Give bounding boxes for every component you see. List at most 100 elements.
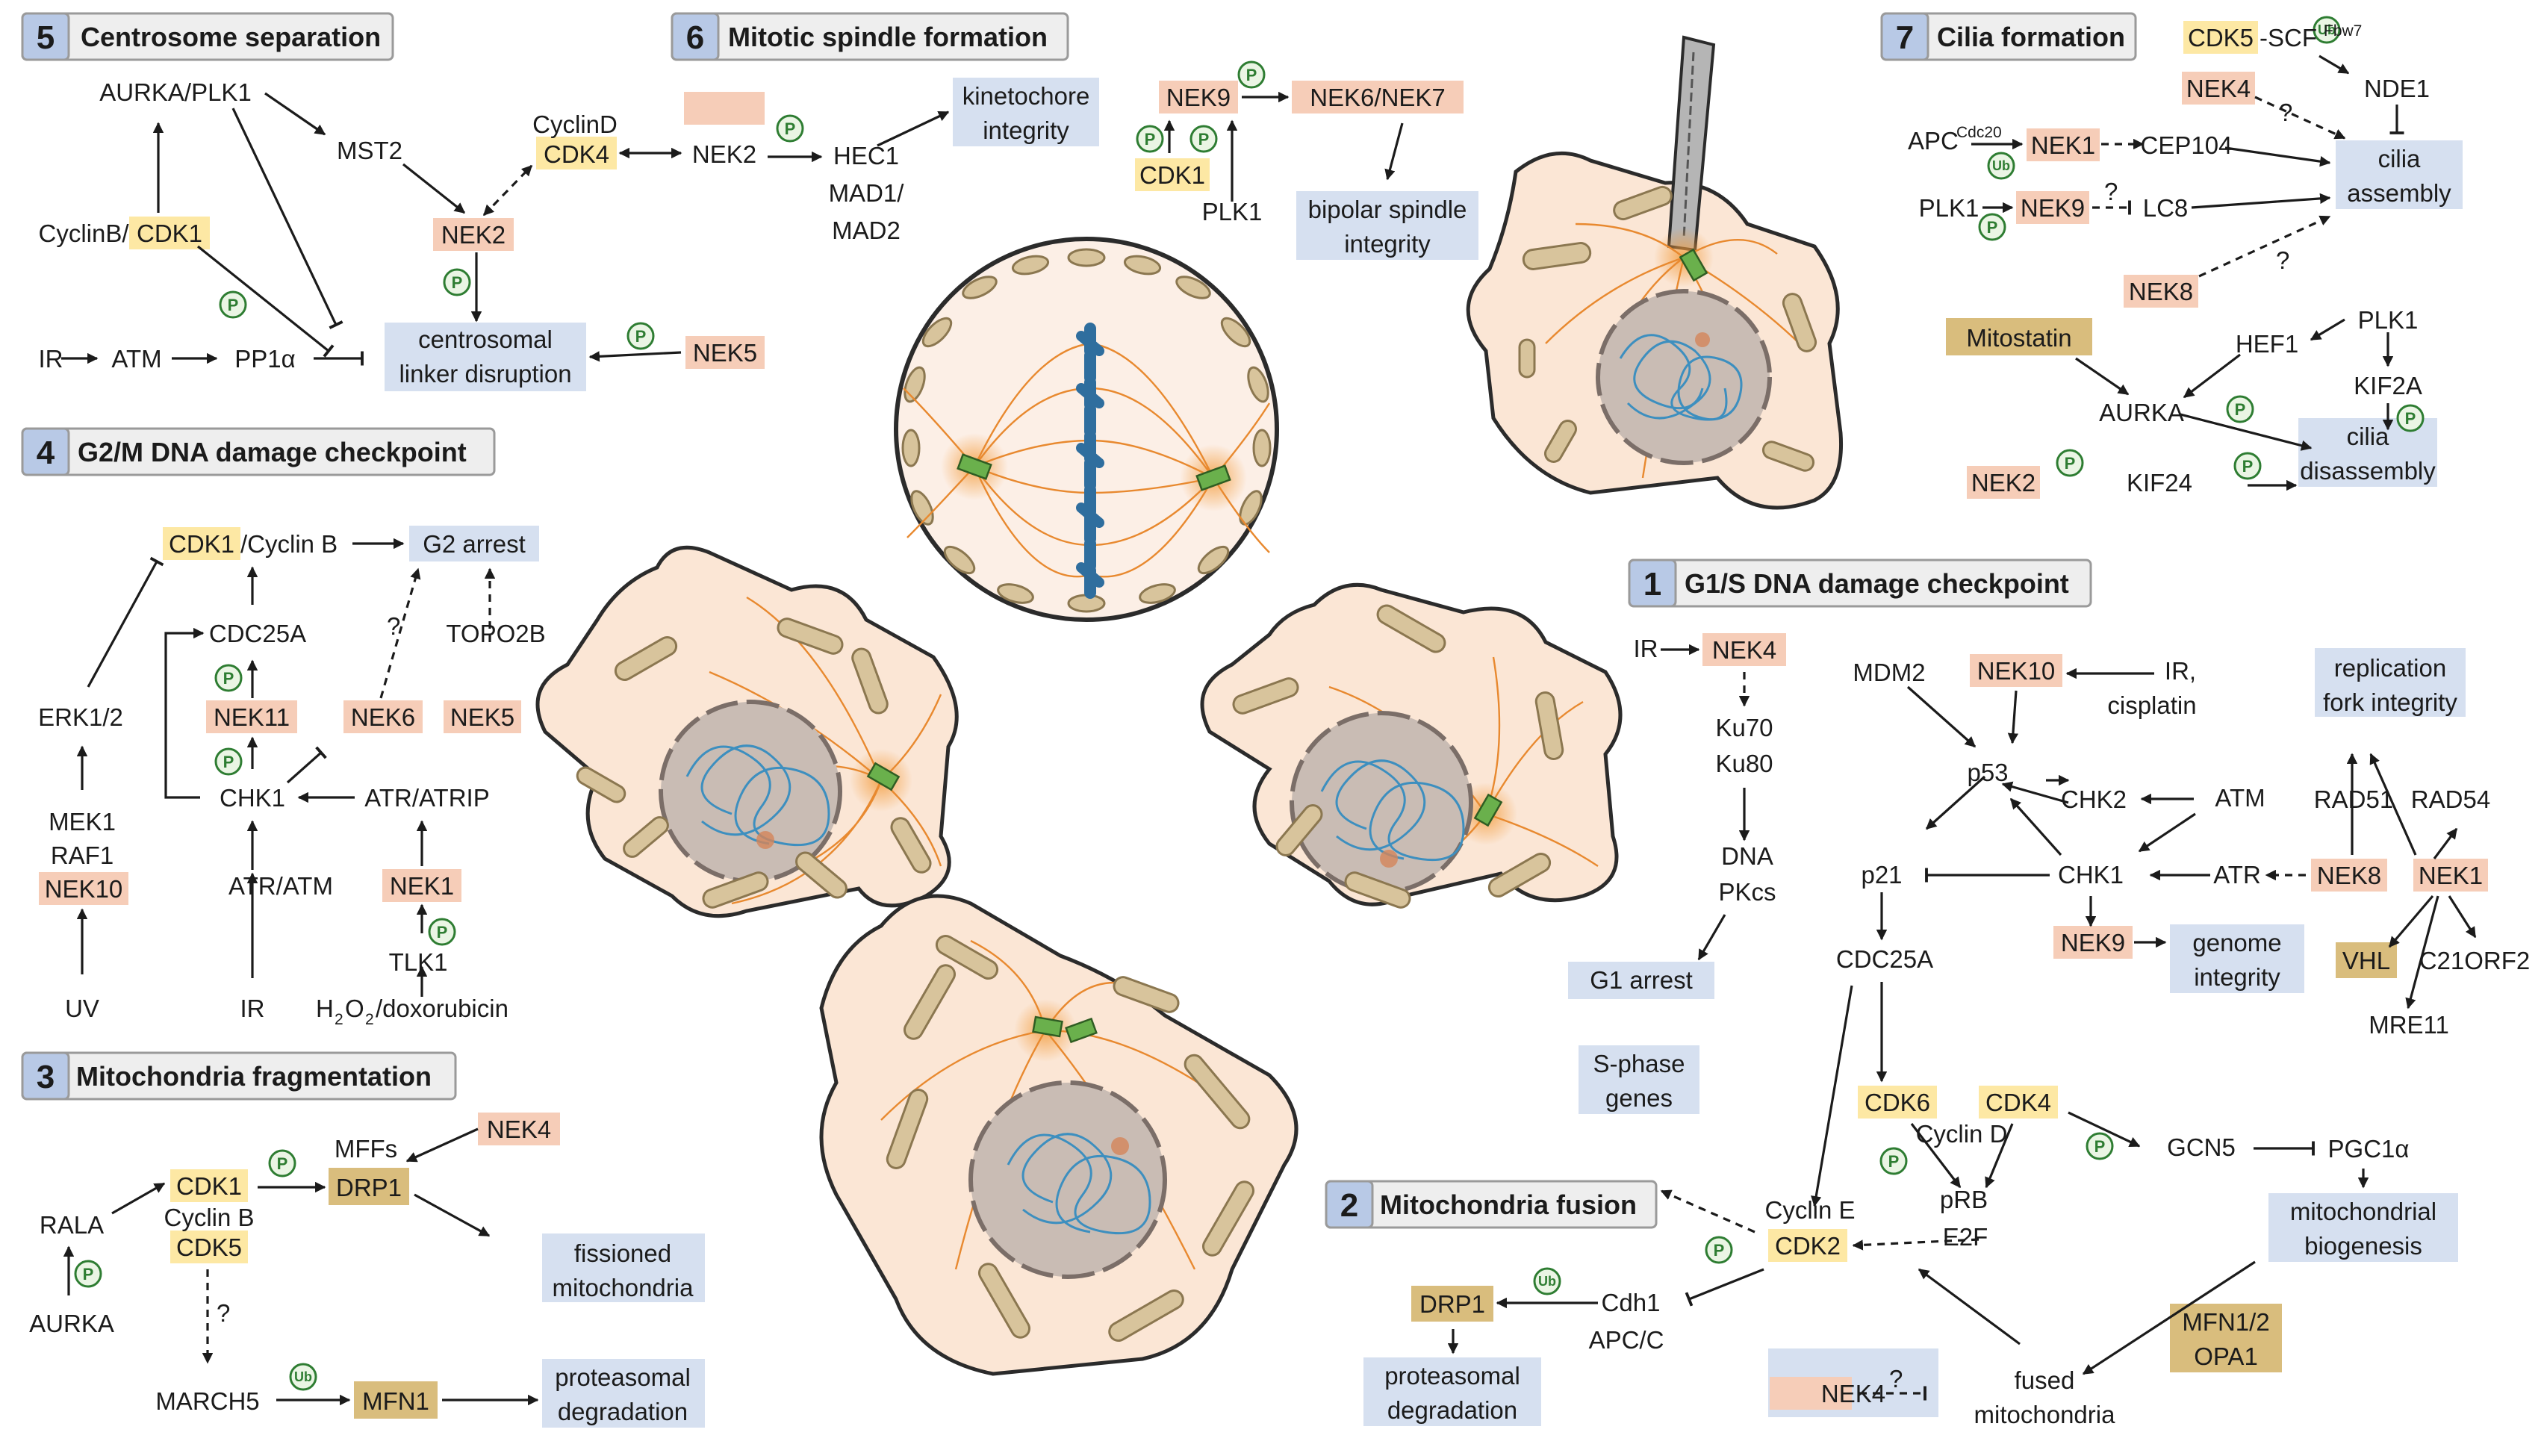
node-mad2: MAD2 bbox=[832, 217, 901, 244]
svg-text:biogenesis: biogenesis bbox=[2304, 1232, 2422, 1260]
mitochondrion-icon bbox=[901, 248, 1272, 613]
node-nek1-c: NEK1 bbox=[2419, 862, 2483, 889]
node-march5: MARCH5 bbox=[155, 1387, 259, 1415]
node-nek11: NEK11 bbox=[214, 703, 290, 731]
svg-text:P: P bbox=[1888, 1152, 1900, 1171]
node-cyclin-e: Cyclin E bbox=[1764, 1196, 1855, 1224]
svg-text:Fbw7: Fbw7 bbox=[2324, 22, 2362, 40]
node-nek5: NEK5 bbox=[693, 339, 757, 367]
node-nek4-c: NEK4 bbox=[1821, 1380, 1885, 1407]
svg-text:P: P bbox=[1198, 130, 1210, 149]
node-hec1: HEC1 bbox=[833, 142, 899, 169]
node-mdm2: MDM2 bbox=[1853, 659, 1925, 686]
node-genome: genome bbox=[2192, 929, 2281, 956]
phosphorylation-icon: P bbox=[776, 114, 804, 143]
svg-text:P: P bbox=[228, 296, 239, 314]
svg-text:/doxorubicin: /doxorubicin bbox=[376, 995, 509, 1022]
node-chk1-b: CHK1 bbox=[2058, 861, 2124, 889]
phosphorylation-icon: P bbox=[626, 322, 655, 350]
node-mffs: MFFs bbox=[335, 1135, 397, 1163]
svg-text:integrity: integrity bbox=[983, 116, 1069, 144]
centrosome-icon bbox=[957, 453, 1231, 491]
phosphorylation-icon: P bbox=[2086, 1132, 2114, 1160]
node-prb: pRB bbox=[1940, 1186, 1988, 1213]
node-aurka: AURKA bbox=[2099, 399, 2184, 426]
svg-text:degradation: degradation bbox=[558, 1398, 688, 1425]
section-header-1: 1 G1/S DNA damage checkpoint bbox=[1628, 559, 2092, 608]
node-e2f: E2F bbox=[1943, 1223, 1988, 1251]
section-number: 2 bbox=[1340, 1187, 1358, 1224]
phosphorylation-icon: P bbox=[443, 268, 471, 296]
node-sphase: S-phase bbox=[1593, 1050, 1685, 1077]
ciliated-cell-illustration bbox=[1466, 35, 1844, 510]
svg-text:P: P bbox=[437, 923, 448, 942]
node-nek5-b: NEK5 bbox=[450, 703, 514, 731]
node-cdk4: CDK4 bbox=[544, 140, 609, 168]
svg-text:linker disruption: linker disruption bbox=[399, 360, 571, 388]
phosphorylation-icon: P bbox=[1237, 60, 1266, 89]
node-atm-b: ATM bbox=[2215, 784, 2265, 812]
svg-text:Ub: Ub bbox=[1538, 1274, 1556, 1289]
mitochondrion-icon bbox=[886, 935, 1254, 1342]
mitochondrion-icon bbox=[1518, 185, 1817, 472]
node-mito-biogenesis: mitochondrial bbox=[2290, 1198, 2436, 1225]
interphase-cell-left-illustration bbox=[535, 545, 959, 918]
ubiquitination-icon: Ub bbox=[1987, 152, 2015, 180]
svg-text:/Cyclin B: /Cyclin B bbox=[240, 530, 338, 558]
svg-text:P: P bbox=[785, 119, 796, 138]
svg-text:2: 2 bbox=[335, 1011, 343, 1028]
svg-text:assembly: assembly bbox=[2347, 179, 2451, 207]
node-cdc25a-b: CDC25A bbox=[1836, 945, 1933, 973]
node-pp1a: PP1α bbox=[234, 345, 295, 373]
node-nek10-b: NEK10 bbox=[1977, 657, 2056, 685]
svg-text:mitochondria: mitochondria bbox=[1974, 1401, 2116, 1428]
phosphorylation-icon: P bbox=[2056, 449, 2084, 477]
phosphorylation-icon: P bbox=[219, 290, 247, 319]
node-ir-cisplatin: IR, bbox=[2165, 657, 2196, 685]
svg-text:P: P bbox=[1246, 66, 1257, 84]
node-raf1: RAF1 bbox=[51, 841, 113, 869]
node-fused: fused bbox=[2015, 1366, 2075, 1394]
section-title: Mitochondria fusion bbox=[1380, 1189, 1637, 1220]
node-uv: UV bbox=[65, 995, 99, 1022]
svg-text:P: P bbox=[2094, 1137, 2106, 1156]
node-nek4-d: NEK4 bbox=[487, 1116, 551, 1143]
node-nek6: NEK6 bbox=[351, 703, 415, 731]
node-cyclin-d: Cyclin D bbox=[1916, 1120, 2008, 1148]
svg-text:P: P bbox=[2235, 400, 2246, 419]
node-topo2b: TOPO2B bbox=[446, 620, 545, 647]
svg-text:fork integrity: fork integrity bbox=[2323, 688, 2457, 716]
node-kif24: KIF24 bbox=[2127, 469, 2192, 497]
svg-text:Ub: Ub bbox=[2318, 22, 2336, 37]
svg-text:Ub: Ub bbox=[294, 1369, 312, 1384]
node-mfn12: MFN1/2 bbox=[2182, 1308, 2269, 1336]
svg-text:integrity: integrity bbox=[1344, 230, 1431, 258]
phosphorylation-icon: P bbox=[1978, 213, 2006, 241]
node-ir-b: IR bbox=[240, 995, 265, 1022]
mitochondrion-icon bbox=[1232, 604, 1564, 909]
section-header-3: 3 Mitochondria fragmentation bbox=[21, 1051, 457, 1101]
node-ku80: Ku80 bbox=[1715, 750, 1773, 777]
section-title: G2/M DNA damage checkpoint bbox=[78, 437, 467, 467]
phosphorylation-icon: P bbox=[428, 918, 456, 946]
node-cilia-assembly: cilia bbox=[2378, 145, 2421, 172]
ubiquitination-icon: Ub bbox=[289, 1363, 317, 1391]
node-aurka-plk1: AURKA/PLK1 bbox=[99, 78, 252, 106]
node-mad1: MAD1/ bbox=[829, 179, 905, 207]
svg-text:P: P bbox=[2405, 409, 2416, 428]
phosphorylation-icon: P bbox=[1136, 125, 1164, 153]
node-p21: p21 bbox=[1861, 861, 1902, 889]
node-mitostatin: Mitostatin bbox=[1966, 324, 2071, 352]
pathway-edges bbox=[61, 55, 2477, 1406]
node-tlk1: TLK1 bbox=[389, 948, 448, 976]
node-plk1-c: PLK1 bbox=[2358, 306, 2419, 334]
phosphorylation-icon: P bbox=[2396, 404, 2425, 432]
node-rad54: RAD54 bbox=[2411, 785, 2490, 813]
svg-text:P: P bbox=[1714, 1241, 1725, 1260]
node-plk1-b: PLK1 bbox=[1919, 194, 1979, 222]
node-atr-atm: ATR/ATM bbox=[228, 872, 333, 900]
svg-text:-SCF: -SCF bbox=[2260, 24, 2317, 52]
node-g2-arrest: G2 arrest bbox=[423, 530, 526, 558]
node-atm: ATM bbox=[111, 345, 161, 373]
node-replication: replication bbox=[2334, 654, 2446, 682]
